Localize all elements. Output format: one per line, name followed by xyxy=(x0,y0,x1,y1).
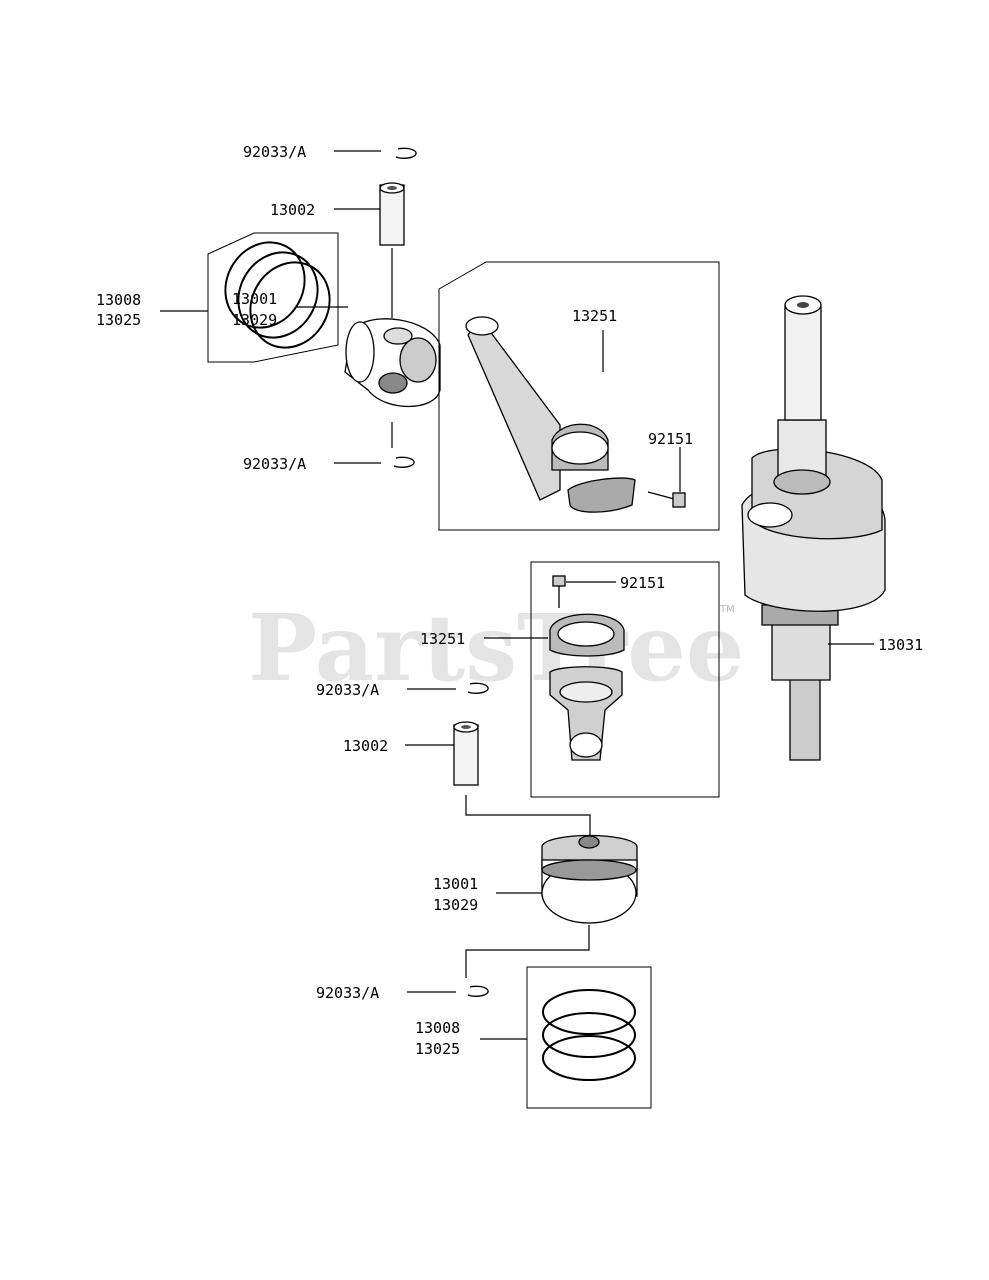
label-rings-lower-b[interactable]: 13025 xyxy=(415,1040,460,1058)
label-rod-top[interactable]: 13251 xyxy=(572,307,617,325)
label-circlip-lower[interactable]: 92033/A xyxy=(316,681,379,699)
label-crankshaft[interactable]: 13031 xyxy=(878,636,923,654)
label-piston-lower-a[interactable]: 13001 xyxy=(433,875,478,893)
piston-lower[interactable] xyxy=(541,834,638,924)
piston-pin-lower[interactable] xyxy=(453,721,479,786)
piston-top[interactable] xyxy=(344,318,441,408)
watermark-text: PartsTree xyxy=(248,594,744,702)
label-pin-top[interactable]: 13002 xyxy=(270,201,315,219)
label-circlip-bottom[interactable]: 92033/A xyxy=(316,984,379,1002)
label-piston-top-a[interactable]: 13001 xyxy=(232,290,277,308)
label-rings-top-b[interactable]: 13025 xyxy=(96,311,141,329)
rings-lower-box xyxy=(526,966,652,1109)
rod-bottom-box xyxy=(530,561,720,798)
piston-rings-top[interactable] xyxy=(210,228,345,362)
circlip-mid[interactable] xyxy=(393,456,415,468)
label-circlip-top[interactable]: 92033/A xyxy=(243,143,306,161)
connecting-rod-bottom[interactable] xyxy=(549,613,625,761)
circlip-lower[interactable] xyxy=(467,682,489,694)
label-bolt-top[interactable]: 92151 xyxy=(648,430,693,448)
circlip-bottom[interactable] xyxy=(467,985,489,997)
rod-top-box xyxy=(438,261,720,531)
crankshaft[interactable] xyxy=(741,295,886,761)
rod-bolt-bottom[interactable] xyxy=(552,575,566,608)
label-circlip-mid[interactable]: 92033/A xyxy=(243,455,306,473)
label-rod-bottom[interactable]: 13251 xyxy=(420,630,465,648)
label-rings-lower-a[interactable]: 13008 xyxy=(415,1019,460,1037)
piston-pin-top[interactable] xyxy=(379,182,405,246)
connecting-rod-top[interactable] xyxy=(465,316,636,513)
watermark-trademark: TM xyxy=(719,604,735,615)
label-bolt-bottom[interactable]: 92151 xyxy=(620,574,665,592)
label-piston-lower-b[interactable]: 13029 xyxy=(433,896,478,914)
circlip-top[interactable] xyxy=(395,147,417,159)
piston-rings-lower[interactable] xyxy=(542,989,636,1081)
rings-top-box xyxy=(207,232,339,363)
label-pin-lower[interactable]: 13002 xyxy=(343,737,388,755)
rod-bolt-top[interactable] xyxy=(647,491,686,508)
label-piston-top-b[interactable]: 13029 xyxy=(232,311,277,329)
label-rings-top-a[interactable]: 13008 xyxy=(96,291,141,309)
